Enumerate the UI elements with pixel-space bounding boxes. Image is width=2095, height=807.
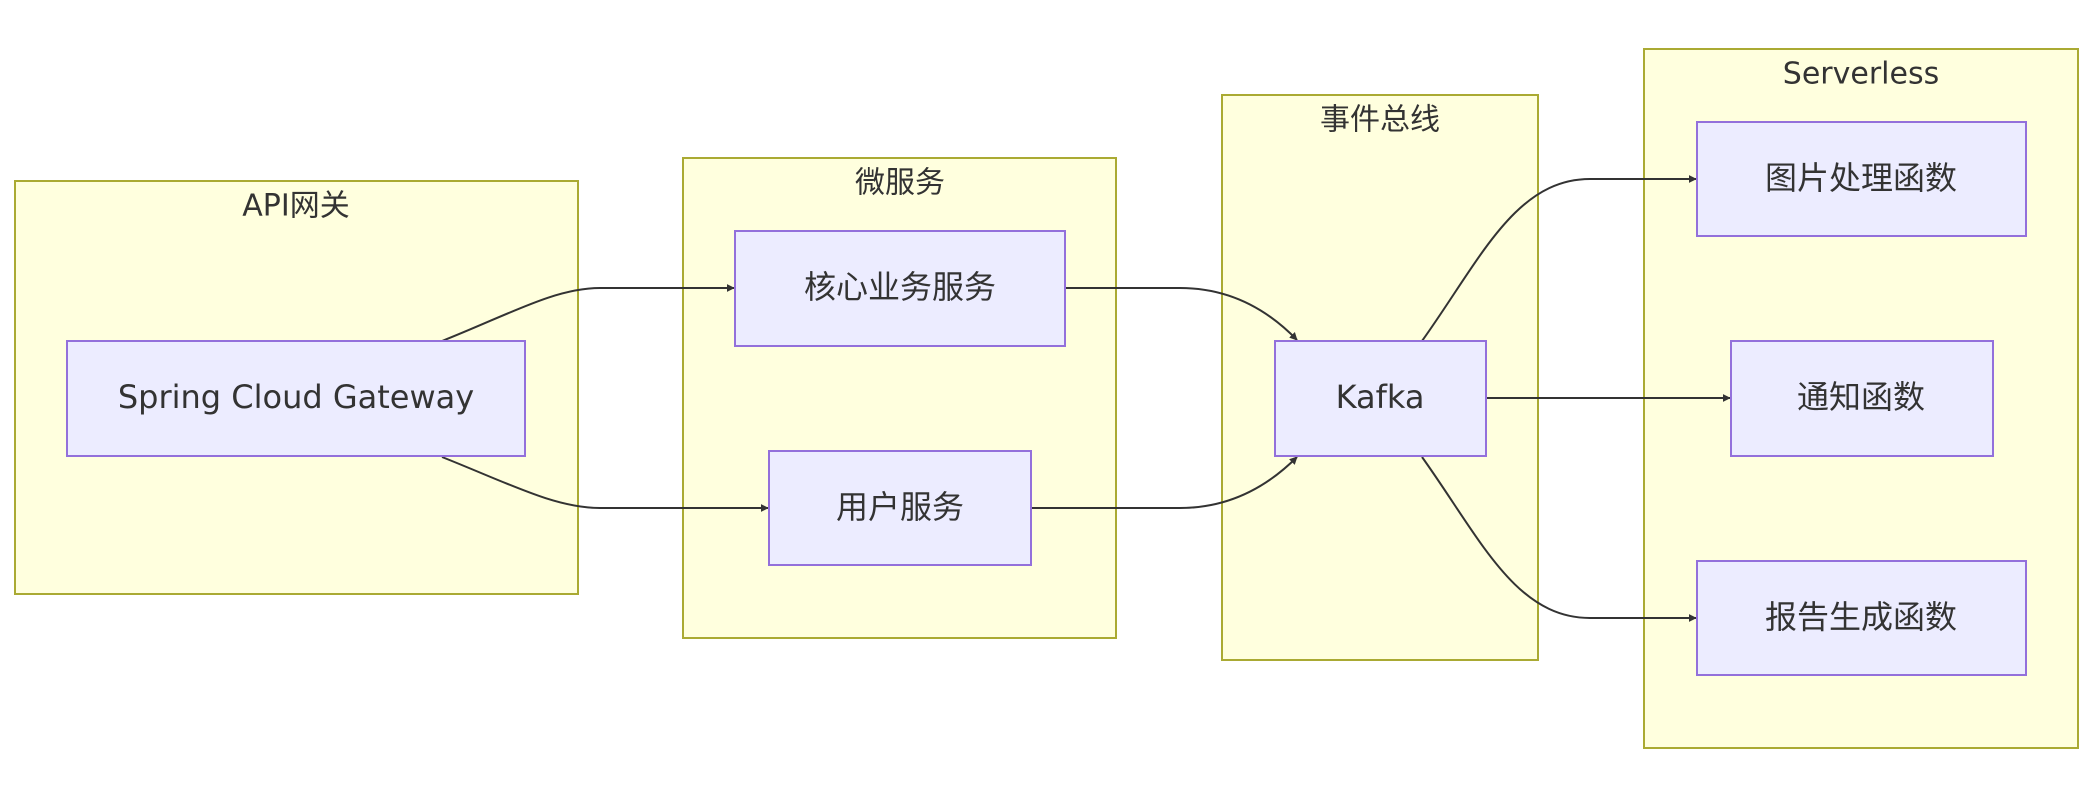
- edges: [441, 175, 1731, 622]
- node-notify-fn-label: 通知函数: [1797, 378, 1925, 416]
- node-report-fn[interactable]: 报告生成函数: [1696, 560, 2027, 676]
- node-image-fn-label: 图片处理函数: [1765, 159, 1957, 197]
- cluster-api-gateway-label: API网关: [242, 189, 349, 224]
- node-user-service-label: 用户服务: [836, 488, 964, 526]
- node-core-service[interactable]: 核心业务服务: [734, 230, 1066, 347]
- edge-kafka-to-image-fn: [1421, 175, 1697, 342]
- node-image-fn[interactable]: 图片处理函数: [1696, 121, 2027, 237]
- node-report-fn-label: 报告生成函数: [1765, 598, 1957, 636]
- cluster-serverless-label: Serverless: [1783, 57, 1939, 92]
- node-kafka[interactable]: Kafka: [1274, 340, 1487, 457]
- edge-core-service-to-kafka: [1065, 287, 1298, 341]
- edge-kafka-to-report-fn: [1421, 456, 1697, 622]
- node-notify-fn[interactable]: 通知函数: [1730, 340, 1994, 457]
- node-core-service-label: 核心业务服务: [804, 268, 996, 306]
- cluster-microservices-label: 微服务: [855, 166, 945, 201]
- node-user-service[interactable]: 用户服务: [768, 450, 1032, 566]
- edge-user-service-to-kafka: [1032, 456, 1298, 509]
- edge-gateway-to-core-service: [441, 284, 735, 342]
- node-gateway[interactable]: Spring Cloud Gateway: [66, 340, 526, 457]
- cluster-event-bus-label: 事件总线: [1320, 103, 1440, 138]
- edge-gateway-to-user-service: [441, 456, 769, 512]
- node-kafka-label: Kafka: [1336, 378, 1425, 416]
- node-gateway-label: Spring Cloud Gateway: [118, 378, 474, 416]
